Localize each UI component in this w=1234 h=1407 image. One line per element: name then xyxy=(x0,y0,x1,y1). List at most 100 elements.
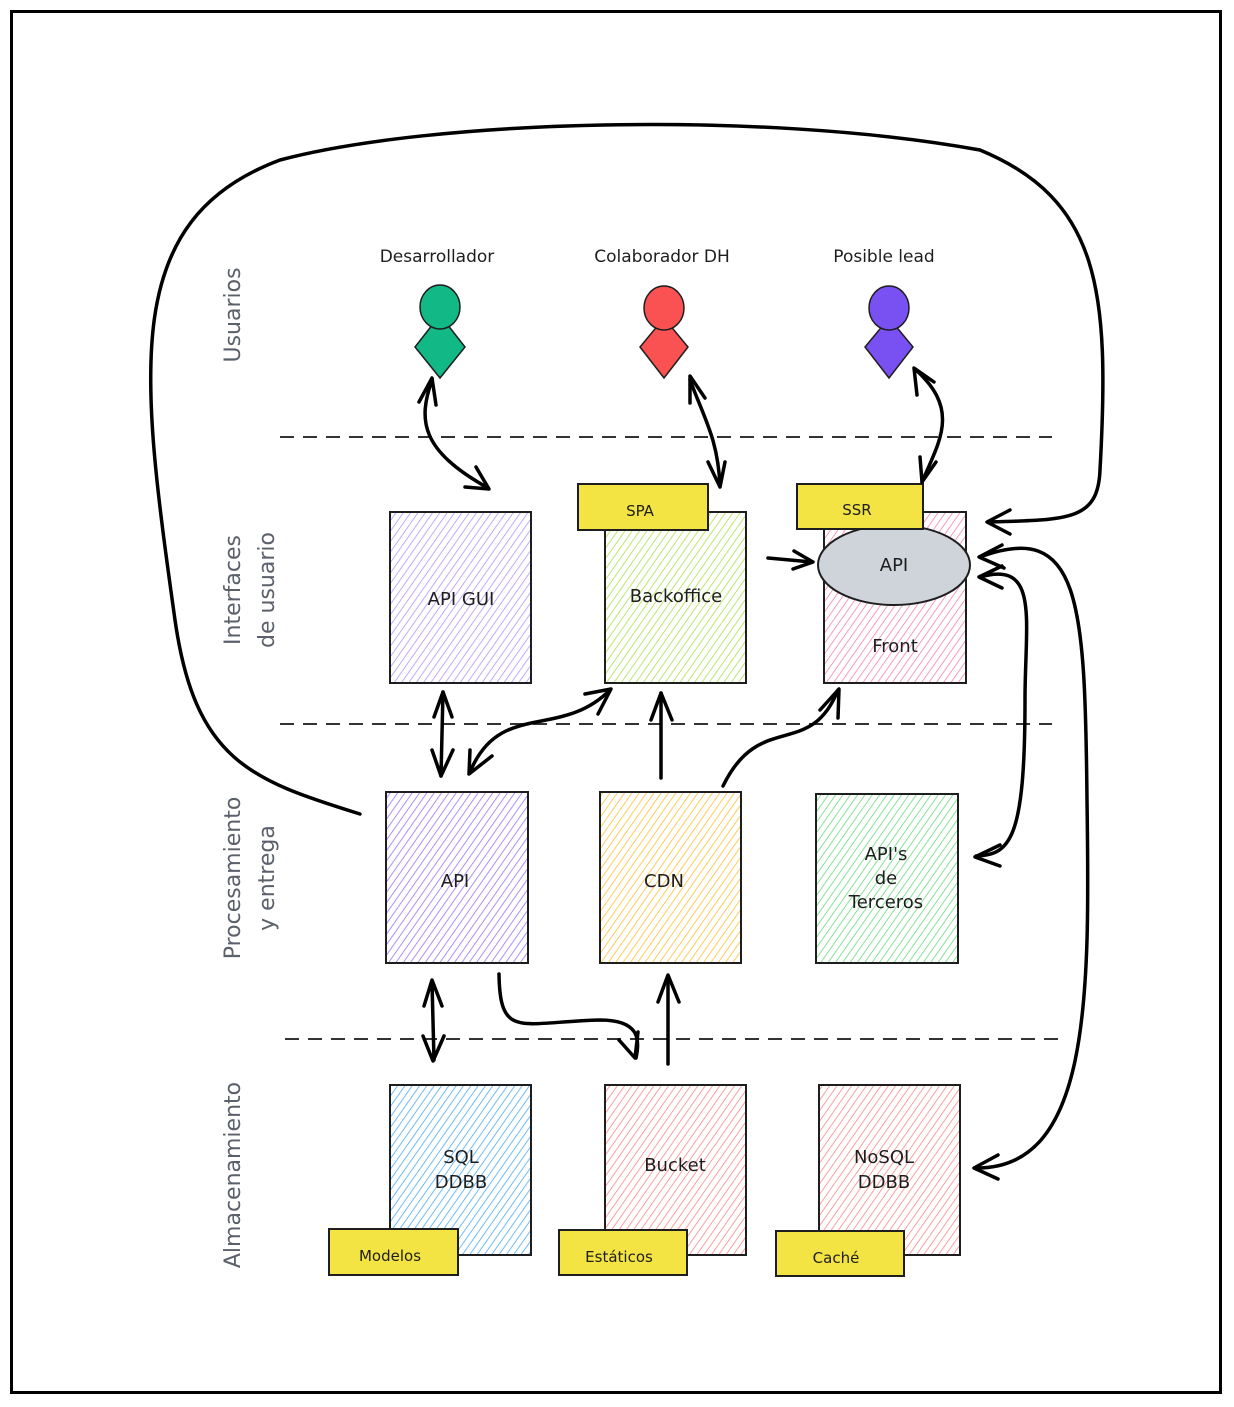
node-label: Backoffice xyxy=(630,586,722,607)
node-sql-ddbb[interactable]: SQL DDBB xyxy=(389,1084,532,1256)
node-label: DDBB xyxy=(858,1172,910,1193)
node-api[interactable]: API xyxy=(385,791,529,964)
edge-api-bucket xyxy=(497,972,640,1060)
lane-text: Usuarios xyxy=(221,267,246,362)
edge-front-api-terceros xyxy=(973,564,1029,868)
arrowhead-icon xyxy=(977,543,1006,570)
tag-cache: Caché xyxy=(775,1230,905,1277)
lane-label-usuarios: Usuarios xyxy=(221,267,246,362)
user-desarrollador[interactable]: Desarrollador xyxy=(380,247,495,380)
tag-box xyxy=(775,1230,905,1277)
user-label: Posible lead xyxy=(833,247,934,267)
arrowhead-icon xyxy=(617,1030,640,1060)
node-label: SQL xyxy=(443,1147,479,1168)
edge-bucket-cdn xyxy=(656,973,681,1066)
tag-ssr: SSR xyxy=(796,483,924,530)
node-box xyxy=(604,511,747,684)
edge-desarrollador-api-gui xyxy=(417,376,491,491)
node-label: CDN xyxy=(644,871,684,892)
node-api-gui[interactable]: API GUI xyxy=(389,511,532,684)
node-label: Front xyxy=(872,636,918,657)
edge-front-api-nosql xyxy=(972,543,1090,1181)
lane-text: Interfaces xyxy=(221,535,246,645)
node-box xyxy=(818,1084,961,1256)
tag-estaticos: Estáticos xyxy=(558,1229,688,1276)
node-label: Terceros xyxy=(848,892,923,913)
lane-label-interfaces: Interfaces de usuario xyxy=(221,532,280,648)
tag-label: Estáticos xyxy=(585,1248,653,1266)
node-label: NoSQL xyxy=(854,1147,914,1168)
user-body-icon xyxy=(639,316,689,380)
tag-box xyxy=(558,1229,688,1276)
arrowhead-icon xyxy=(972,1153,1000,1181)
tag-box xyxy=(328,1228,459,1276)
node-label: DDBB xyxy=(435,1172,487,1193)
lane-text: Procesamiento xyxy=(221,797,246,960)
tag-label: SSR xyxy=(842,501,871,519)
front-api-label: API xyxy=(880,555,908,576)
edge-backoffice-front-api xyxy=(766,549,815,571)
arrowhead-icon xyxy=(463,465,491,491)
tag-label: Caché xyxy=(813,1249,860,1267)
user-colaborador[interactable]: Colaborador DH xyxy=(594,247,730,380)
arrowhead-icon xyxy=(977,564,1004,590)
edge-api-front-loop xyxy=(148,122,1105,816)
edge-api-sql xyxy=(421,978,446,1063)
node-backoffice[interactable]: Backoffice xyxy=(604,511,747,684)
arrowhead-icon xyxy=(421,1034,446,1063)
user-lead[interactable]: Posible lead xyxy=(833,247,935,380)
node-label: Bucket xyxy=(644,1155,706,1176)
edge-colaborador-backoffice xyxy=(688,374,727,489)
arrowhead-icon xyxy=(656,973,681,1004)
lane-text: y entrega xyxy=(255,825,280,931)
tag-modelos: Modelos xyxy=(328,1228,459,1276)
arrowhead-icon xyxy=(918,455,938,484)
node-label: API's xyxy=(865,844,908,865)
arrowhead-icon xyxy=(467,748,494,776)
arrowhead-icon xyxy=(583,687,613,716)
user-head-icon xyxy=(643,285,685,331)
tag-label: Modelos xyxy=(359,1247,421,1265)
lane-label-almacenamiento: Almacenamiento xyxy=(221,1082,246,1268)
arrowhead-icon xyxy=(818,687,841,720)
arrowhead-icon xyxy=(417,376,438,407)
lane-text: Almacenamiento xyxy=(221,1082,246,1268)
user-body-icon xyxy=(414,313,466,380)
edge-api-gui-api xyxy=(430,690,455,778)
tag-spa: SPA xyxy=(577,483,709,531)
diagram-frame xyxy=(10,10,1222,1394)
arrowhead-icon xyxy=(912,366,936,397)
lane-label-procesamiento: Procesamiento y entrega xyxy=(221,797,280,960)
user-head-icon xyxy=(419,284,461,330)
edge-lead-front xyxy=(912,366,945,484)
tag-box xyxy=(577,483,709,531)
node-box xyxy=(389,1084,532,1256)
user-label: Desarrollador xyxy=(380,247,495,267)
edge-api-backoffice xyxy=(467,687,613,776)
edge-cdn-backoffice xyxy=(649,691,674,780)
node-box xyxy=(389,511,532,684)
arrowhead-icon xyxy=(422,978,444,1008)
tag-label: SPA xyxy=(626,502,655,520)
node-box xyxy=(599,791,742,964)
node-label: API GUI xyxy=(428,589,495,610)
node-label: API xyxy=(441,871,469,892)
edge-cdn-front xyxy=(721,687,841,788)
user-body-icon xyxy=(864,316,914,380)
node-apis-terceros[interactable]: API's de Terceros xyxy=(815,793,959,964)
node-cdn[interactable]: CDN xyxy=(599,791,742,964)
front-api-ellipse[interactable]: API xyxy=(817,524,971,606)
node-box xyxy=(815,793,959,964)
arrowhead-icon xyxy=(649,691,674,722)
user-head-icon xyxy=(868,285,910,331)
lane-text: de usuario xyxy=(255,532,280,648)
arrowhead-icon xyxy=(688,374,707,405)
arrowhead-icon xyxy=(973,843,1002,868)
arrowhead-icon xyxy=(706,460,727,489)
node-nosql-ddbb[interactable]: NoSQL DDBB xyxy=(818,1084,961,1256)
arrowhead-icon xyxy=(985,508,1012,536)
arrowhead-icon xyxy=(430,748,455,778)
arrowhead-icon xyxy=(432,690,454,719)
node-bucket[interactable]: Bucket xyxy=(604,1084,747,1256)
